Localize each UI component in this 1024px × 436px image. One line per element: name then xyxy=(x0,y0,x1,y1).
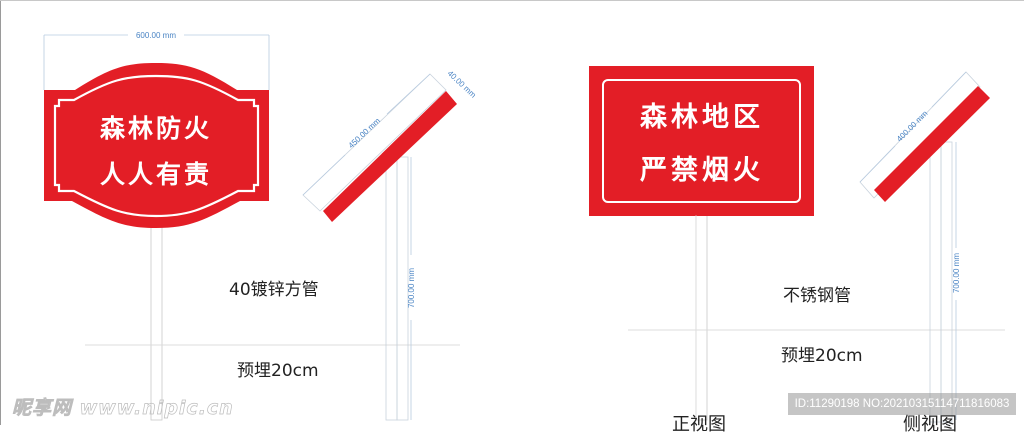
right-side-view: 700.00 mm 400.00 mm xyxy=(859,71,990,423)
left-pipe-label: 40镀锌方管 xyxy=(229,280,319,300)
left-embed-label: 预埋20cm xyxy=(237,361,319,381)
left-sign-line1: 森林防火 xyxy=(100,114,212,143)
right-sign-line1: 森林地区 xyxy=(640,102,764,133)
left-pole xyxy=(150,219,163,421)
left-width-dimension xyxy=(43,34,270,90)
left-sign-board: 森林防火 人人有责 xyxy=(44,63,269,228)
watermark-id: ID:11290198 NO:20210315114711816083 xyxy=(788,393,1016,415)
left-front-view: 600.00 mm 森林防火 人人有责 xyxy=(43,31,270,421)
diagram-canvas: 600.00 mm 森林防火 人人有责 700.00 mm xyxy=(43,31,1005,423)
right-pipe-label: 不锈钢管 xyxy=(783,286,851,306)
right-side-pole xyxy=(929,141,953,423)
left-side-view: 700.00 mm 450.00 mm 40.00 mm xyxy=(302,69,478,421)
front-view-label: 正视图 xyxy=(672,414,726,435)
right-side-board xyxy=(874,86,990,202)
right-sign-line2: 严禁烟火 xyxy=(640,155,764,186)
watermark-site: 昵享网 www.nipic.cn xyxy=(12,397,234,420)
left-side-pole xyxy=(385,156,409,421)
left-sign-line2: 人人有责 xyxy=(100,160,212,189)
right-length-dim-label: 400.00 mm xyxy=(895,109,930,144)
left-width-dim-label: 600.00 mm xyxy=(136,31,176,40)
image-border-left xyxy=(0,0,1,425)
right-sign-inner-border xyxy=(602,79,801,203)
left-length-dim-label: 450.00 mm xyxy=(347,116,383,150)
right-pole-dim-label: 700.00 mm xyxy=(952,253,961,293)
right-front-view: 森林地区 严禁烟火 xyxy=(589,66,814,421)
image-border-top xyxy=(0,0,1024,1)
left-thickness-dim-label: 40.00 mm xyxy=(446,69,478,100)
left-pole-dim-label: 700.00 mm xyxy=(407,268,416,308)
right-sign-board xyxy=(589,66,814,216)
right-pole xyxy=(695,214,708,421)
right-embed-label: 预埋20cm xyxy=(781,346,863,366)
left-side-board xyxy=(323,91,457,222)
